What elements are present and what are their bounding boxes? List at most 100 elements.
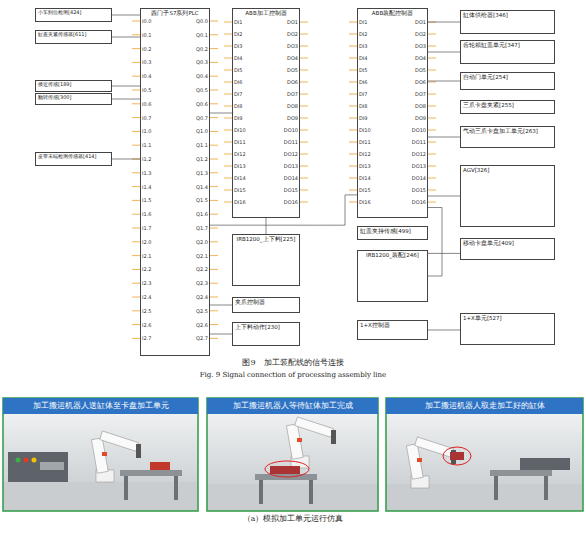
pin-stub — [224, 118, 232, 119]
pin-label: I2.0 — [142, 239, 151, 245]
pin-label: DI11 — [359, 139, 371, 145]
pin-stub — [428, 142, 436, 143]
pin-stub — [210, 76, 218, 77]
block-title: 齿轮箱缸盖单元[347] — [461, 41, 554, 49]
pin-label: I1.7 — [142, 225, 151, 231]
pin-label: DO1 — [287, 19, 298, 25]
panel-title: 加工搬运机器人送缸体至卡盘加工单元 — [3, 398, 198, 414]
pin-stub — [428, 154, 436, 155]
pin-stub — [132, 324, 140, 325]
pin-stub — [210, 324, 218, 325]
pin-stub — [132, 159, 140, 160]
sim-photo — [3, 414, 198, 511]
device-block: 上下料动作[230] — [232, 322, 300, 346]
pin-label: DO14 — [412, 175, 426, 181]
pin-label: DO1 — [415, 19, 426, 25]
pin-label: Q0.4 — [196, 73, 208, 79]
pin-stub — [224, 70, 232, 71]
device-block: 三爪卡盘夹紧[255] — [460, 100, 555, 114]
pin-label: Q1.7 — [196, 225, 208, 231]
pin-stub — [428, 166, 436, 167]
signal-wire — [428, 137, 460, 138]
signal-wire — [428, 253, 460, 254]
pin-stub — [210, 283, 218, 284]
pin-stub — [224, 202, 232, 203]
pin-label: I1.2 — [142, 156, 151, 162]
block-title: 三爪卡盘夹紧[255] — [461, 101, 554, 109]
pin-stub — [224, 58, 232, 59]
pin-label: I1.6 — [142, 211, 151, 217]
pin-stub — [349, 178, 357, 179]
pin-stub — [210, 297, 218, 298]
pin-stub — [428, 94, 436, 95]
pin-stub — [132, 269, 140, 270]
pin-stub — [132, 76, 140, 77]
pin-label: DI11 — [234, 139, 246, 145]
pin-stub — [224, 190, 232, 191]
device-block: 气动三爪卡盘加工单元[263] — [460, 126, 555, 148]
pin-label: DI3 — [234, 43, 243, 49]
controller-block: ABB装配控制器 — [357, 8, 428, 218]
pin-stub — [132, 90, 140, 91]
pin-label: I1.5 — [142, 197, 151, 203]
pin-stub — [349, 166, 357, 167]
block-title: 缸体供给器[346] — [461, 11, 554, 19]
panel-title-text: 加工搬运机器人取走加工好的缸体 — [423, 401, 547, 412]
signal-wire — [210, 334, 232, 335]
signal-wire — [112, 15, 140, 16]
pin-label: DO2 — [287, 31, 298, 37]
pin-stub — [349, 22, 357, 23]
panel-border — [3, 398, 198, 511]
pin-stub — [132, 310, 140, 311]
pin-stub — [224, 130, 232, 131]
robot-block: IRB1200_上下料[225] — [232, 234, 300, 286]
pin-label: I0.4 — [142, 73, 151, 79]
pin-stub — [349, 58, 357, 59]
signal-wire — [112, 37, 140, 38]
pin-label: Q2.6 — [196, 322, 208, 328]
pin-stub — [428, 70, 436, 71]
pin-label: DO5 — [287, 67, 298, 73]
pin-stub — [428, 22, 436, 23]
controller-block: ABB加工控制器 — [232, 8, 300, 218]
signal-wire — [428, 81, 460, 82]
pin-stub — [132, 172, 140, 173]
device-block: 1+X控制器 — [357, 320, 428, 340]
pin-stub — [300, 106, 308, 107]
block-title: 气动三爪卡盘加工单元[263] — [461, 127, 554, 135]
pin-stub — [132, 131, 140, 132]
pin-label: Q2.1 — [196, 253, 208, 259]
pin-label: DO12 — [412, 151, 426, 157]
pin-stub — [428, 190, 436, 191]
pin-stub — [300, 202, 308, 203]
device-block: 缸体供给器[346] — [460, 10, 555, 34]
block-title: 移动卡盘单元[409] — [461, 239, 554, 247]
figure-caption: 图9 加工装配线的信号连接 — [0, 357, 586, 368]
pin-stub — [210, 145, 218, 146]
pin-label: DO9 — [287, 115, 298, 121]
pin-label: DI5 — [234, 67, 243, 73]
pin-label: DO10 — [412, 127, 426, 133]
pin-stub — [349, 46, 357, 47]
pin-stub — [224, 106, 232, 107]
pin-label: DO11 — [284, 139, 298, 145]
pin-label: DI15 — [234, 187, 246, 193]
pin-label: DI6 — [234, 79, 243, 85]
pin-stub — [224, 22, 232, 23]
panel-title-text: 加工搬运机器人送缸体至卡盘加工单元 — [31, 401, 171, 412]
signal-wire — [428, 330, 460, 331]
pin-label: DO7 — [287, 91, 298, 97]
pin-stub — [349, 154, 357, 155]
pin-stub — [210, 255, 218, 256]
pin-label: DO4 — [287, 55, 298, 61]
pin-stub — [300, 94, 308, 95]
pin-label: DO15 — [412, 187, 426, 193]
pin-label: DI10 — [234, 127, 246, 133]
pin-label: DO6 — [287, 79, 298, 85]
pin-stub — [349, 94, 357, 95]
pin-label: DI9 — [359, 115, 368, 121]
pin-stub — [428, 82, 436, 83]
pin-stub — [210, 21, 218, 22]
sensor-box: 皮带末端检测传感器[414] — [35, 152, 112, 166]
pin-label: DI4 — [359, 55, 368, 61]
